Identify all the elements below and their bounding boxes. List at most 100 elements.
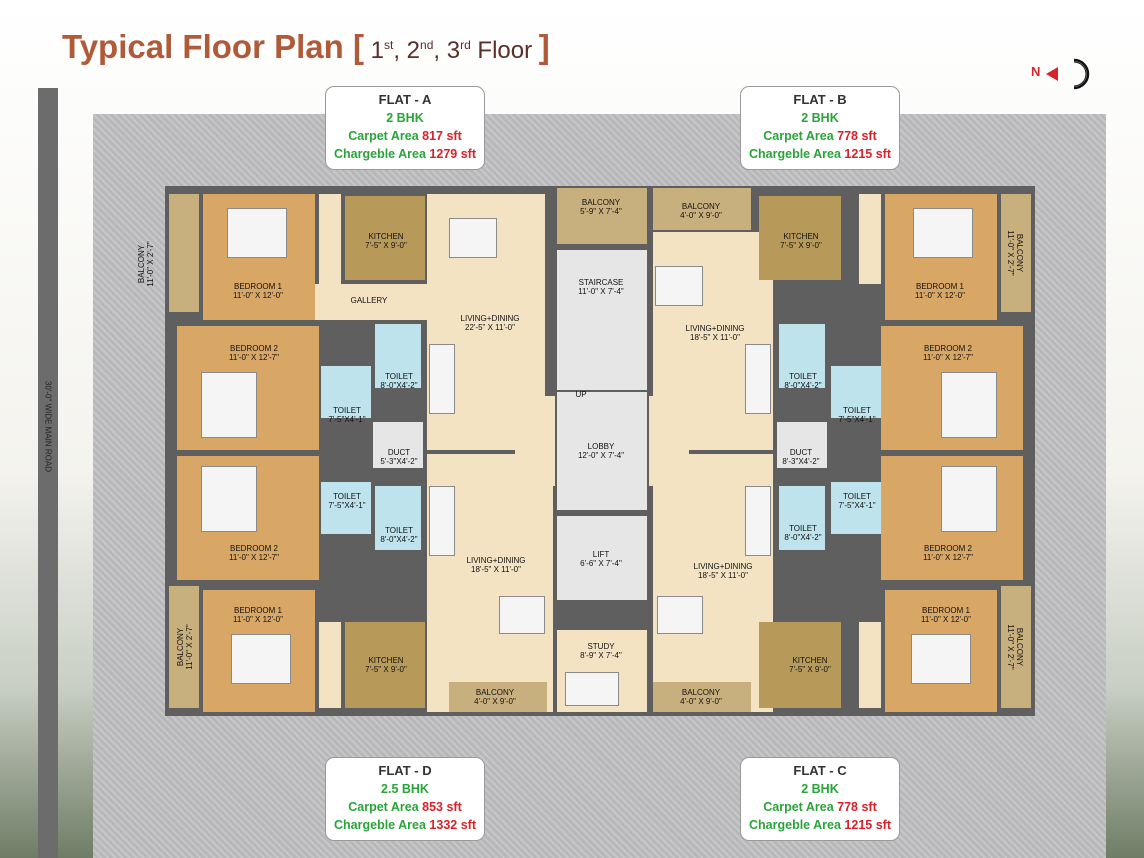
room-label: BALCONY 11'-0" X 2'-7": [1006, 624, 1024, 670]
bed-icon: [201, 466, 257, 532]
flat-c-balcony-side: [1001, 586, 1031, 708]
room-label: TOILET 7'-5"X4'-1": [328, 492, 366, 510]
lobby: [557, 392, 647, 510]
flat-b-kitchen: [759, 196, 841, 280]
flat-a-toilet-2: [321, 366, 371, 418]
room-label: KITCHEN 7'-5" X 9'-0": [365, 232, 407, 250]
dining-table-icon: [499, 596, 545, 634]
room-label: BALCONY 4'-0" X 9'-0": [680, 202, 722, 220]
top-balcony: [557, 188, 647, 244]
room-label: BEDROOM 1 11'-0" X 12'-0": [915, 282, 965, 300]
room-label: BEDROOM 1 11'-0" X 12'-0": [233, 606, 283, 624]
room-label: KITCHEN 7'-5" X 9'-0": [789, 656, 831, 674]
room-label: BALCONY 5'-9" X 7'-4": [580, 198, 622, 216]
room-label: TOILET 8'-0"X4'-2": [784, 524, 822, 542]
sofa-icon: [745, 344, 771, 414]
room-label: BEDROOM 1 11'-0" X 12'-0": [921, 606, 971, 624]
bed-icon: [911, 634, 971, 684]
floor-plan: BALCONY 11'-0" X 2'-7" BEDROOM 1 11'-0" …: [137, 186, 1035, 716]
flat-name: FLAT - D: [378, 763, 432, 778]
bed-icon: [941, 372, 997, 438]
room-label: BEDROOM 2 11'-0" X 12'-7": [229, 544, 279, 562]
room-label: DUCT 8'-3"X4'-2": [782, 448, 820, 466]
study-bed-icon: [565, 672, 619, 706]
flat-b-card: FLAT - B 2 BHK Carpet Area 778 sft Charg…: [740, 86, 900, 170]
room-label: LOBBY 12'-0" X 7'-4": [577, 442, 625, 460]
flat-name: FLAT - B: [793, 92, 847, 107]
flat-b-wardrobe: [859, 194, 881, 284]
flat-d-card: FLAT - D 2.5 BHK Carpet Area 853 sft Cha…: [325, 757, 485, 841]
room-label: LIFT 6'-6" X 7'-4": [580, 550, 622, 568]
flat-d-balcony: [449, 682, 547, 712]
room-label: BALCONY 11'-0" X 2'-7": [176, 624, 194, 670]
dining-table-icon: [657, 596, 703, 634]
room-label: LIVING+DINING 18'-5" X 11'-0": [685, 324, 745, 342]
room-label: TOILET 7'-5"X4'-1": [838, 406, 876, 424]
bed-icon: [201, 372, 257, 438]
room-label: TOILET 8'-0"X4'-2": [380, 526, 418, 544]
room-label: TOILET 8'-0"X4'-2": [784, 372, 822, 390]
room-label: LIVING+DINING 18'-5" X 11'-0": [466, 556, 526, 574]
room-label: KITCHEN 7'-5" X 9'-0": [365, 656, 407, 674]
dining-table-icon: [449, 218, 497, 258]
flat-d-wardrobe: [319, 622, 341, 708]
flat-a-wardrobe: [319, 194, 341, 284]
flat-d-toilet-1: [375, 486, 421, 550]
north-compass-icon: N: [1030, 56, 1096, 92]
room-label: KITCHEN 7'-5" X 9'-0": [780, 232, 822, 250]
sofa-icon: [429, 486, 455, 556]
flat-d-toilet-2: [321, 482, 371, 534]
room-label: BALCONY 11'-0" X 2'-7": [1006, 230, 1024, 276]
page-title: Typical Floor Plan [ 1st, 2nd, 3rd Floor…: [62, 28, 550, 65]
flat-b-toilet-1: [779, 324, 825, 388]
flat-c-kitchen: [759, 622, 841, 708]
room-label: BALCONY 4'-0" X 9'-0": [474, 688, 516, 706]
flat-c-wardrobe: [859, 622, 881, 708]
room-label: STAIRCASE 11'-0" X 7'-4": [578, 278, 624, 296]
dining-table-icon: [655, 266, 703, 306]
flat-d-balcony-side: [169, 586, 199, 708]
room-label: GALLERY: [350, 296, 388, 305]
flat-c-toilet-2: [831, 482, 881, 534]
flat-type: 2 BHK: [386, 111, 424, 125]
flat-b-balcony-side: [1001, 194, 1031, 312]
bed-icon: [231, 634, 291, 684]
room-label: STUDY 8'-9" X 7'-4": [580, 642, 622, 660]
flat-type: 2.5 BHK: [381, 782, 429, 796]
room-label: TOILET 8'-0"X4'-2": [380, 372, 418, 390]
flat-a-card: FLAT - A 2 BHK Carpet Area 817 sft Charg…: [325, 86, 485, 170]
room-label: BEDROOM 2 11'-0" X 12'-7": [229, 344, 279, 362]
flat-c-card: FLAT - C 2 BHK Carpet Area 778 sft Charg…: [740, 757, 900, 841]
flat-a-toilet-1: [375, 324, 421, 388]
sofa-icon: [429, 344, 455, 414]
room-label: LIVING+DINING 18'-5" X 11'-0": [693, 562, 753, 580]
bed-icon: [913, 208, 973, 258]
duct-left: [373, 422, 423, 468]
lift: [557, 516, 647, 600]
flat-c-toilet-1: [779, 486, 825, 550]
flat-b-balcony: [653, 188, 751, 230]
flat-b-toilet-2: [831, 366, 881, 418]
flat-a-kitchen: [345, 196, 425, 280]
flat-name: FLAT - A: [378, 92, 432, 107]
room-label: DUCT 5'-3"X4'-2": [380, 448, 418, 466]
flat-type: 2 BHK: [801, 782, 839, 796]
room-label: BEDROOM 2 11'-0" X 12'-7": [923, 344, 973, 362]
flat-c-balcony: [653, 682, 751, 712]
sofa-icon: [745, 486, 771, 556]
room-label: BEDROOM 1 11'-0" X 12'-0": [233, 282, 283, 300]
room-label: BALCONY 11'-0" X 2'-7": [137, 241, 155, 287]
bed-icon: [941, 466, 997, 532]
staircase: [557, 250, 647, 390]
room-label: BEDROOM 2 11'-0" X 12'-7": [923, 544, 973, 562]
room-label: LIVING+DINING 22'-5" X 11'-0": [460, 314, 520, 332]
flat-type: 2 BHK: [801, 111, 839, 125]
main-road: [38, 88, 58, 858]
road-label: 30'-0" WIDE MAIN ROAD: [43, 380, 53, 473]
flat-name: FLAT - C: [793, 763, 847, 778]
flat-a-balcony: [169, 194, 199, 312]
bed-icon: [227, 208, 287, 258]
room-label: UP: [575, 390, 587, 399]
room-label: BALCONY 4'-0" X 9'-0": [680, 688, 722, 706]
room-label: TOILET 7'-5"X4'-1": [838, 492, 876, 510]
